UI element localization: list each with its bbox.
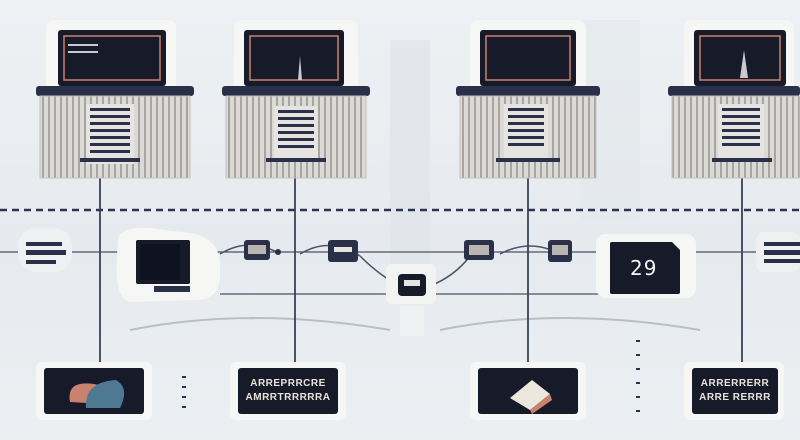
tile-4-text-line-1: ARRERRERR — [700, 378, 770, 389]
bottom-tile-3 — [470, 362, 586, 420]
bottom-tile-1 — [36, 362, 152, 420]
network-switch-4 — [548, 240, 572, 262]
server-unit-1 — [36, 20, 194, 179]
bottom-tile-2 — [230, 362, 346, 420]
server-unit-4 — [668, 20, 800, 179]
server-unit-2 — [222, 20, 370, 179]
status-monitor — [596, 234, 696, 298]
bottom-tile-4 — [684, 362, 784, 420]
tile-4-text-line-2: ARRE RERRR — [699, 392, 771, 403]
network-switch-1 — [244, 240, 281, 260]
edge-device-left — [18, 228, 72, 272]
dotted-marks-right — [636, 340, 640, 412]
desktop-computer — [116, 227, 221, 302]
dotted-marks-left — [182, 376, 186, 408]
edge-device-right — [756, 232, 800, 272]
tile-2-text-line-1: ARREPRRCRE — [250, 378, 326, 389]
server-unit-3 — [456, 20, 600, 179]
network-switch-2 — [328, 240, 358, 262]
central-router — [386, 264, 436, 336]
monitor-number: 29 — [630, 256, 658, 280]
network-switch-3 — [464, 240, 494, 260]
tile-2-text-line-2: AMRRTRRRRRA — [245, 392, 331, 403]
